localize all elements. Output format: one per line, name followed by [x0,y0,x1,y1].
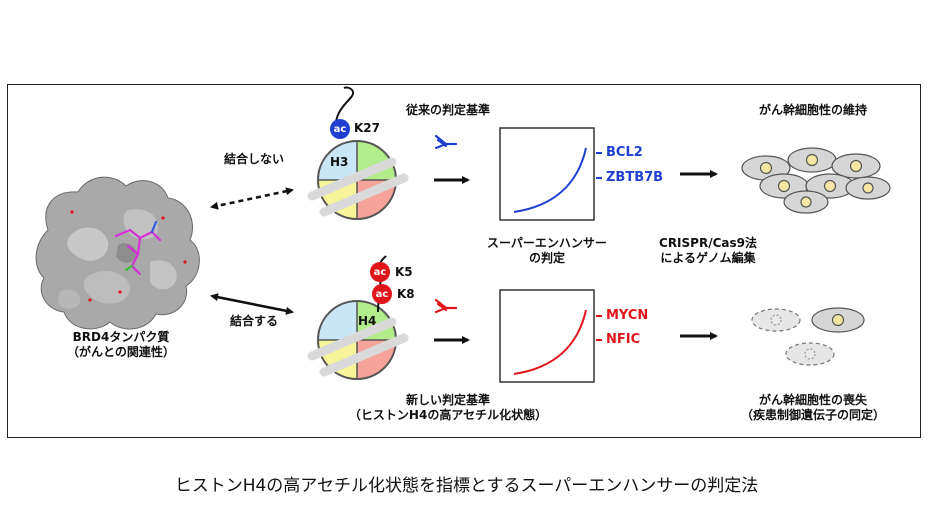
criterion-old-label: 従来の判定基準 [405,103,491,117]
criterion-new-label: 新しい判定基準 （ヒストンH4の高アセチル化状態） [349,393,547,423]
curve-bottom [513,309,587,375]
super-enhancer-note: の判定 [528,251,566,265]
acetyl-badge-blue [330,119,350,139]
outcome-lost-label: がん幹細胞性の喪失 （疾患制御遺伝子の同定） [741,393,885,423]
acetyl-badge-text-1: ac [373,267,387,278]
plot-box-top [499,127,595,221]
gene-zbtb7b: ZBTB7B [606,170,664,185]
histone-label-h4: H4 [358,314,377,328]
gene-mycn: MYCN [606,308,649,323]
super-enhancer-title: スーパーエンハンサー [487,236,607,250]
outcome-lost-title: がん幹細胞性の喪失 [758,393,868,407]
protein-label: BRD4タンパク質 （がんとの関連性） [67,330,175,360]
nucleosome-h3 [307,86,409,220]
protein-name: BRD4タンパク質 [72,330,170,344]
crispr-note: によるゲノム編集 [660,251,756,265]
acetyl-badge-red-2 [372,284,392,304]
outcome-lost-note: （疾患制御遺伝子の同定） [740,408,886,422]
acetyl-badge-red-1 [370,262,390,282]
binding-label: 結合する [230,314,279,328]
antibody-icon-blue [434,134,458,150]
cell-cluster-maintained [741,147,891,214]
outcome-maintained-label: がん幹細胞性の維持 [758,103,868,117]
gene-nfic: NFIC [606,332,641,347]
brd4-protein-structure [35,176,200,330]
criterion-new-note: （ヒストンH4の高アセチル化状態） [348,408,548,422]
figure-caption: ヒストンH4の高アセチル化状態を指標とするスーパーエンハンサーの判定法 [174,476,759,496]
protein-note: （がんとの関連性） [67,345,175,359]
lysine-site-k5: K5 [395,265,413,279]
gene-bcl2: BCL2 [606,145,643,160]
antibody-icon-red [434,298,458,314]
lysine-site-k8: K8 [397,287,415,301]
plot-box-bottom [499,289,595,383]
no-binding-arrow [210,187,294,210]
curve-top [513,147,587,213]
super-enhancer-label: スーパーエンハンサー の判定 [487,236,607,266]
binding-arrow [210,293,294,315]
nucleosome-h4 [307,255,409,380]
ligand-molecule [114,220,162,276]
cell-cluster-lost [751,307,865,366]
histone-label-h3: H3 [330,155,349,169]
no-binding-label: 結合しない [224,152,285,166]
crispr-title: CRISPR/Cas9法 [659,236,757,250]
lysine-site-k27: K27 [354,121,380,135]
diagram-frame [7,84,921,438]
acetyl-badge-text-top: ac [333,124,347,135]
crispr-label: CRISPR/Cas9法 によるゲノム編集 [659,236,757,266]
criterion-new-title: 新しい判定基準 [405,393,490,407]
acetyl-badge-text-2: ac [375,289,389,300]
